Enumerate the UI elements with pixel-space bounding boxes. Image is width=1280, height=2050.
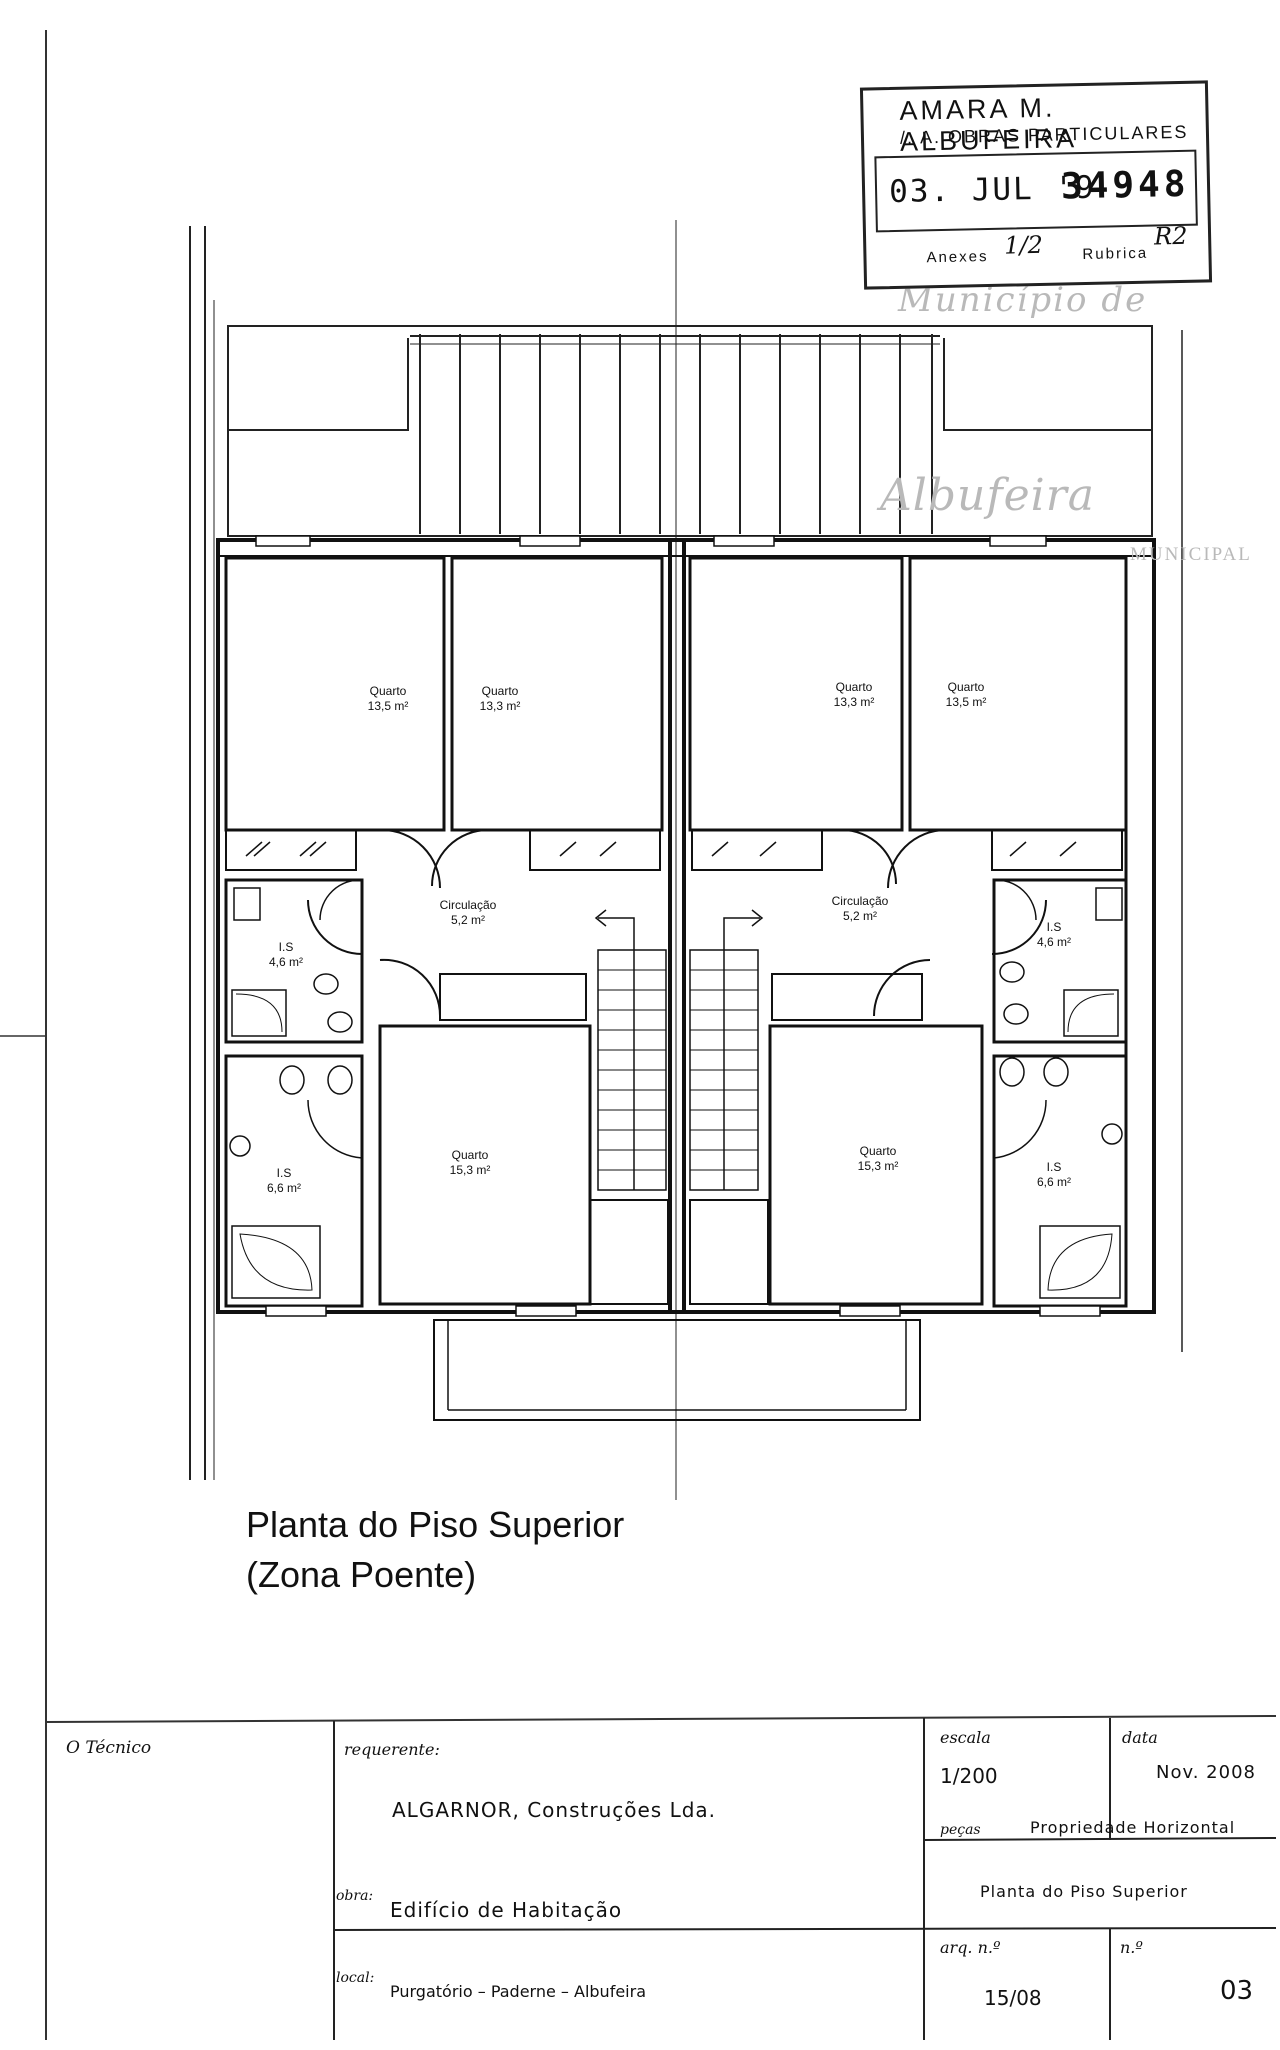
plan-title-line2: (Zona Poente) [246, 1554, 477, 1595]
data-label: data [1122, 1728, 1158, 1747]
stamp-rubric-signature: R2 [1153, 221, 1188, 251]
watermark-line2: Albufeira [880, 470, 1096, 521]
data-value: Nov. 2008 [1156, 1762, 1256, 1783]
municipality-watermark: Município de Albufeira MUNICIPAL [880, 270, 1280, 570]
approval-stamp: AMARA M. ALBUFEIRA /. A. OBRAS PARTICULA… [859, 80, 1213, 290]
stamp-number: 34948 [1060, 163, 1190, 208]
stamp-annex-signature: 1/2 [1003, 230, 1044, 260]
escala-value: 1/200 [940, 1764, 998, 1788]
escala-label: escala [940, 1728, 991, 1747]
pecas-value: Propriedade Horizontal [1030, 1818, 1236, 1837]
plan-title: Planta do Piso Superior (Zona Poente) [246, 1500, 624, 1600]
stamp-rubric-label: Rubrica [1082, 244, 1149, 264]
watermark-line3: MUNICIPAL [1130, 544, 1252, 565]
n-label: n.º [1120, 1938, 1143, 1957]
requerente-label: requerente: [344, 1740, 440, 1759]
requerente-value: ALGARNOR, Construções Lda. [392, 1798, 717, 1822]
peca-name: Planta do Piso Superior [980, 1882, 1188, 1901]
local-label: local: [336, 1970, 375, 1986]
arq-value: 15/08 [984, 1986, 1042, 2010]
plan-title-line1: Planta do Piso Superior [246, 1504, 625, 1545]
pecas-label: peças [940, 1822, 981, 1838]
arq-label: arq. n.º [940, 1938, 1001, 1957]
obra-label: obra: [336, 1888, 374, 1904]
stamp-annex-label: Anexes [926, 248, 989, 267]
n-value: 03 [1220, 1976, 1254, 2006]
tecnico-label: O Técnico [66, 1738, 152, 1758]
local-value: Purgatório – Paderne – Albufeira [390, 1982, 646, 2001]
obra-value: Edifício de Habitação [390, 1898, 623, 1922]
